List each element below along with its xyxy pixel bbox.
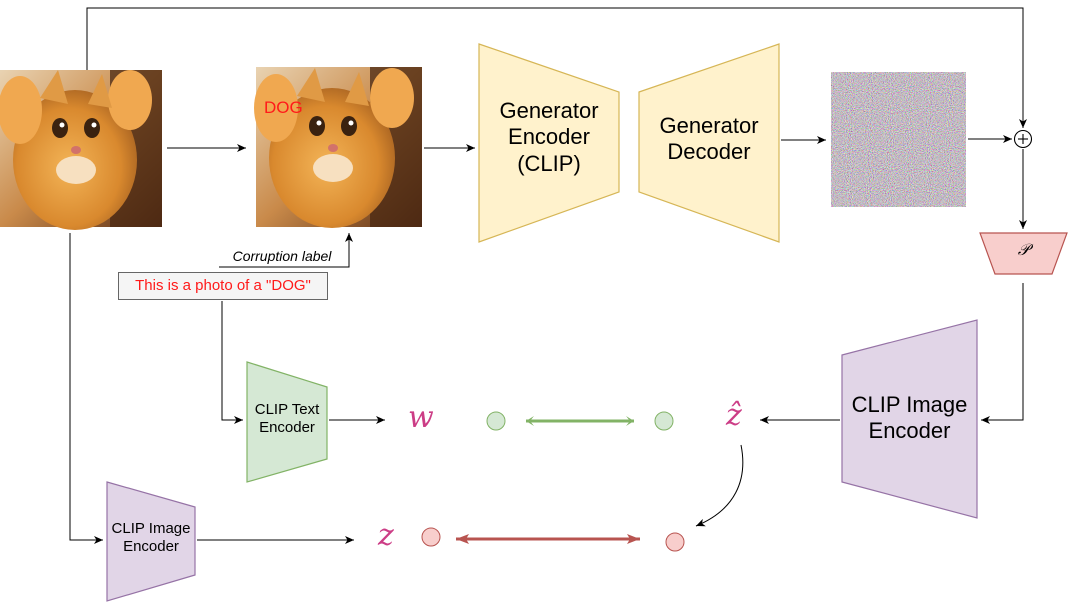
arrow-original-to-left-encoder (69, 233, 103, 544)
projection-label: 𝒫 (1017, 240, 1030, 259)
connectors (69, 7, 1027, 544)
zhat-bottom-dot (665, 532, 685, 552)
w-symbol: w (408, 400, 434, 435)
noise-perturbation-image (831, 72, 966, 207)
clip-image-encoder-left-block (106, 481, 196, 602)
corruption-label: Corruption label (232, 248, 332, 264)
generator-encoder-block (478, 43, 620, 243)
text-prompt-box: This is a photo of a "DOG" (118, 272, 328, 300)
clip-text-encoder-block (246, 361, 328, 483)
generator-decoder-label: Generator Decoder (659, 113, 759, 165)
corrupted-cat-image (254, 67, 422, 228)
original-cat-image (0, 70, 162, 230)
zhat-embedding-dot (654, 411, 674, 431)
arrow-corruption-label (219, 233, 353, 268)
z-hat-symbol: ẑ (726, 398, 742, 433)
clip-image-encoder-left-label: CLIP Image Encoder (111, 520, 191, 555)
sum-node (1013, 129, 1033, 149)
curved-arrow-zhat-to-dot (695, 444, 744, 527)
skip-connection-arrow (86, 7, 1027, 128)
z-symbol: z (378, 518, 394, 553)
w-embedding-dot (486, 411, 506, 431)
generator-encoder-label: Generator Encoder (CLIP) (499, 98, 599, 176)
clip-text-encoder-label: CLIP Text Encoder (254, 401, 320, 436)
z-embedding-dot (421, 527, 441, 547)
projection-block (979, 232, 1068, 275)
arrow-prompt-to-text-encoder (221, 301, 243, 424)
corruption-overlay-text: DOG (264, 98, 303, 117)
clip-image-encoder-right-label: CLIP Image Encoder (851, 392, 968, 444)
clip-image-encoder-right-block (841, 319, 978, 519)
generator-decoder-block (638, 43, 780, 243)
arrow-projection-to-image-encoder (981, 283, 1024, 424)
